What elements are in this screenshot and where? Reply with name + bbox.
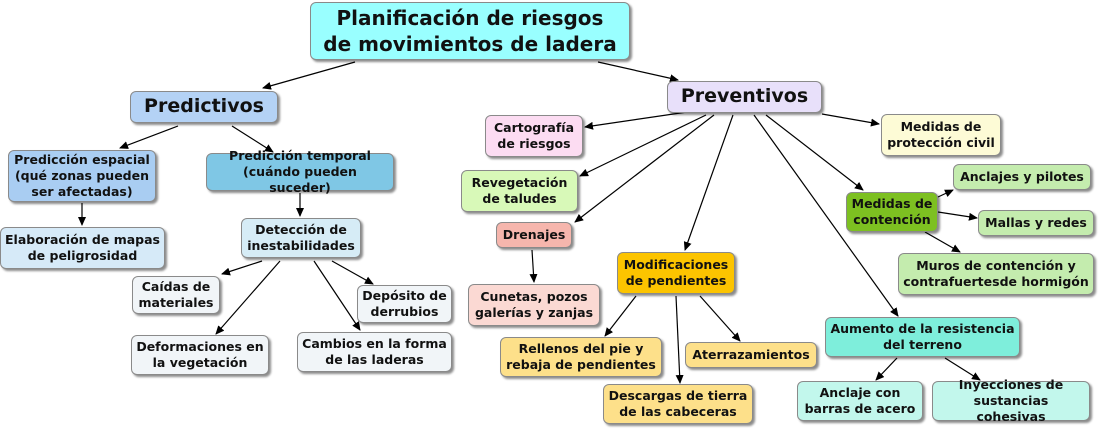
connector-arrow-contencion-22 (937, 211, 978, 221)
edge-group (78, 61, 981, 384)
connector-arrow-predictivos-2 (119, 125, 179, 149)
muros-contencion-node: Muros de contención y contrafuertesde ho… (898, 253, 1094, 295)
connector-arrow-aumento-25 (944, 357, 981, 381)
caidas-materiales-node: Caídas de materiales (132, 276, 220, 314)
root-node: Planificación de riesgos de movimientos … (310, 2, 630, 60)
connector-arrow-deteccion-8 (313, 260, 361, 331)
anclajes-pilotes-node: Anclajes y pilotes (953, 164, 1091, 190)
connector-arrow-aumento-24 (875, 357, 898, 381)
predictivos-node: Predictivos (130, 91, 278, 123)
connector-arrow-preventivos-13 (683, 114, 734, 251)
connector-arrow-contencion-21 (937, 189, 954, 198)
connector-arrow-drenajes-17 (529, 249, 538, 283)
deteccion-inestabilidades-node: Detección de inestabilidades (241, 218, 361, 258)
connector-arrow-modificaciones-18 (604, 295, 637, 337)
deformaciones-vegetacion-node: Deformaciones en la vegetación (131, 335, 269, 375)
connector-arrow-deteccion-7 (215, 260, 281, 335)
prediccion-espacial-node: Predicción espacial (qué zonas pueden se… (8, 150, 156, 202)
medidas-contencion-node: Medidas de contención (846, 192, 938, 232)
connector-arrow-modificaciones-19 (675, 295, 684, 384)
proteccion-civil-node: Medidas de protección civil (881, 114, 1001, 156)
connector-arrow-preventivos-15 (765, 114, 864, 191)
deposito-derrubios-node: Depósito de derrubios (357, 285, 452, 323)
drenajes-node: Drenajes (496, 222, 572, 248)
connector-arrow-preventivos-14 (753, 114, 899, 317)
cartografia-riesgos-node: Cartografía de riesgos (485, 115, 583, 157)
inyecciones-sustancias-node: Inyecciones de sustancias cohesivas (932, 377, 1090, 424)
connector-arrow-modificaciones-20 (699, 295, 741, 342)
connector-arrow-preventivos-10 (584, 110, 695, 130)
connector-arrow-preventivos-11 (579, 114, 707, 177)
aumento-resistencia-node: Aumento de la resistencia del terreno (825, 317, 1020, 357)
cunetas-pozos-node: Cunetas, pozos galerías y zanjas (468, 284, 600, 326)
connector-arrow-contencion-23 (924, 231, 961, 253)
connector-arrow-root-0 (262, 61, 356, 90)
modificaciones-pendientes-node: Modificaciones de pendientes (617, 252, 735, 294)
cambios-forma-laderas-node: Cambios en la forma de las laderas (297, 332, 452, 372)
connector-arrow-preventivos-12 (574, 114, 715, 223)
connector-arrow-deteccion-9 (331, 260, 374, 285)
connector-arrow-preventivos-16 (821, 113, 880, 127)
anclaje-barras-node: Anclaje con barras de acero (797, 381, 923, 421)
prediccion-temporal-node: Predicción temporal (cuándo pueden suced… (206, 148, 394, 195)
connector-arrow-root-1 (597, 61, 679, 83)
connector-arrow-deteccion-6 (221, 260, 263, 276)
rellenos-pie-node: Rellenos del pie y rebaja de pendientes (500, 337, 662, 377)
mallas-redes-node: Mallas y redes (978, 210, 1094, 236)
connector-arrow-predictivos-3 (231, 125, 274, 153)
preventivos-node: Preventivos (667, 81, 822, 113)
descargas-tierra-node: Descargas de tierra de las cabeceras (603, 384, 753, 424)
mapas-peligrosidad-node: Elaboración de mapas de peligrosidad (0, 227, 165, 269)
aterrazamientos-node: Aterrazamientos (685, 342, 817, 368)
revegetacion-taludes-node: Revegetación de taludes (461, 170, 578, 212)
